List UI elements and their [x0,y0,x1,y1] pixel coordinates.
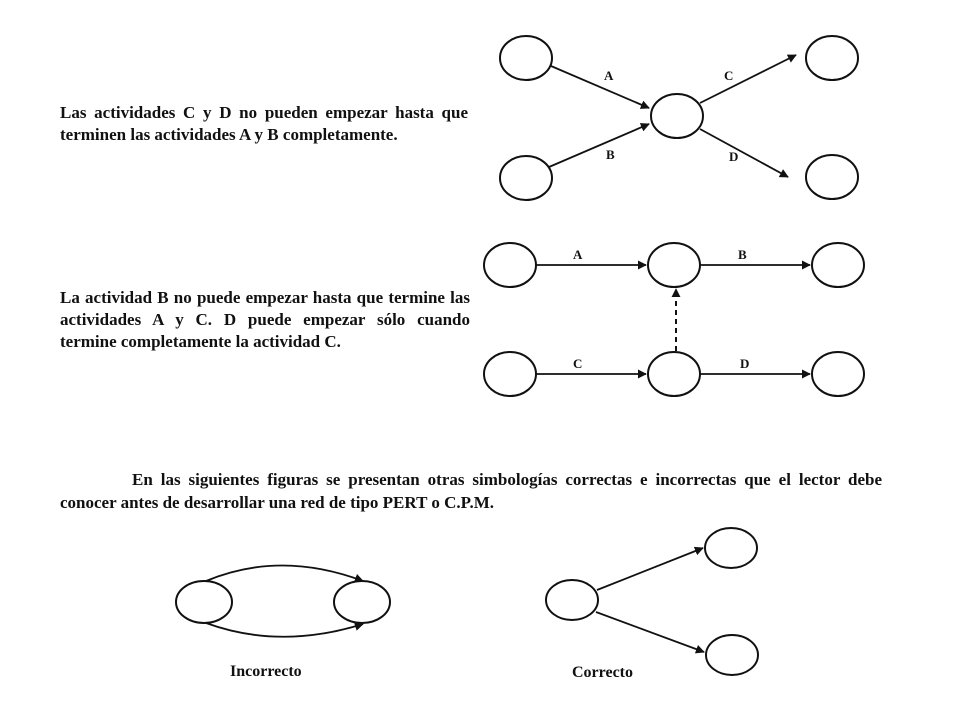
d1-node-top-left [499,35,553,81]
d2-node-top-right [811,242,865,288]
d1-label-a: A [604,68,614,83]
d2-node-top-left [483,242,537,288]
explanation-paragraph-2: La actividad B no puede empezar hasta qu… [60,288,470,351]
incorrect-arc-bottom [205,622,364,638]
correct-node-bottom [705,634,759,676]
d1-label-b: B [606,147,615,162]
explanation-paragraph-3: En las siguientes figuras se presentan o… [60,470,882,512]
incorrect-node-left [175,580,233,624]
d2-label-a: A [573,247,583,262]
diagram-incorrect [175,564,391,638]
d2-label-d: D [740,356,749,371]
d1-label-c: C [724,68,733,83]
d2-node-bottom-left [483,351,537,397]
d1-node-center [650,93,704,139]
correct-node-source [545,579,599,621]
caption-incorrect: Incorrecto [230,663,302,680]
diagram-merge-split: A B C D [499,35,859,201]
incorrect-arc-top [205,564,364,583]
d1-node-top-right [805,35,859,81]
d2-label-c: C [573,356,582,371]
d1-edge-d [699,128,789,178]
diagram-correct [545,527,759,676]
d2-node-bottom-middle [647,351,701,397]
d2-label-b: B [738,247,747,262]
correct-node-top [704,527,758,569]
d1-edge-b [548,123,650,168]
d2-node-bottom-right [811,351,865,397]
d1-edge-c [699,54,797,104]
correct-edge-bottom [595,611,705,654]
d1-label-d: D [729,149,738,164]
incorrect-node-right [333,580,391,624]
d1-node-bottom-left [499,155,553,201]
caption-correct: Correcto [572,664,633,681]
diagram-dummy-activity: A B C D [483,242,865,397]
explanation-paragraph-1: Las actividades C y D no pueden empezar … [60,103,468,144]
d1-node-bottom-right [805,154,859,200]
d2-node-top-middle [647,242,701,288]
d1-edge-a [550,65,650,109]
correct-edge-top [596,546,704,591]
